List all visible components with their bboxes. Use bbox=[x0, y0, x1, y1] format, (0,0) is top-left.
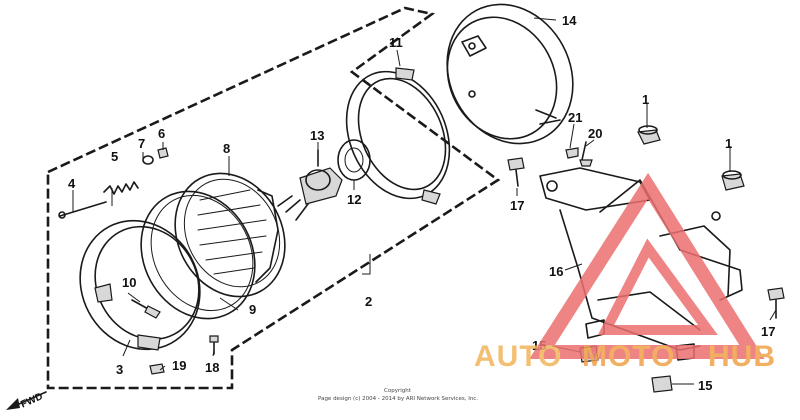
callout-10: 10 bbox=[122, 275, 136, 290]
callout-14: 14 bbox=[562, 13, 577, 28]
part-10-screw bbox=[131, 299, 161, 319]
callout-20: 20 bbox=[588, 126, 602, 141]
copyright-title: Copyright bbox=[384, 388, 412, 394]
callout-11: 11 bbox=[389, 35, 403, 50]
callout-1a: 1 bbox=[642, 92, 649, 107]
part-17-bolt-a bbox=[507, 157, 525, 187]
forward-label: FWD bbox=[19, 391, 44, 410]
watermark-logo: AUTO MOTO HUB bbox=[474, 172, 776, 373]
part-15-collar-b bbox=[651, 375, 673, 393]
copyright-notice: Page design (c) 2004 - 2014 by ARI Netwo… bbox=[318, 396, 478, 402]
part-19-nut bbox=[149, 363, 165, 375]
watermark-triangle-outer bbox=[529, 172, 765, 359]
callout-4: 4 bbox=[68, 176, 76, 191]
callout-16: 16 bbox=[549, 264, 563, 279]
part-9-retaining-ring bbox=[140, 190, 256, 320]
part-11-mounting-ring bbox=[345, 67, 451, 205]
callout-9: 9 bbox=[249, 302, 256, 317]
part-5-spring bbox=[103, 181, 139, 195]
callout-12: 12 bbox=[347, 192, 361, 207]
callout-18: 18 bbox=[205, 360, 219, 375]
part-8-sealed-beam bbox=[174, 172, 286, 298]
part-1-rubber-mount-b bbox=[721, 170, 745, 191]
callout-8: 8 bbox=[223, 141, 230, 156]
watermark-text-hub: HUB bbox=[708, 340, 776, 373]
callout-5: 5 bbox=[111, 149, 118, 164]
part-17-bolt-b bbox=[767, 287, 785, 319]
part-13-bulb-socket bbox=[277, 149, 343, 221]
callout-2: 2 bbox=[365, 294, 372, 309]
callout-7: 7 bbox=[138, 136, 145, 151]
watermark-triangle-inner bbox=[597, 238, 718, 335]
watermark-text-auto: AUTO bbox=[474, 340, 562, 373]
assembly-outline bbox=[46, 6, 501, 390]
part-20-screw bbox=[579, 141, 593, 167]
callout-19: 19 bbox=[172, 358, 186, 373]
part-1-rubber-mount-a bbox=[637, 125, 661, 145]
part-3-headlight-rim bbox=[79, 219, 201, 351]
part-14-headlight-case bbox=[446, 3, 574, 145]
watermark-text-moto: MOTO bbox=[582, 340, 675, 373]
callout-1b: 1 bbox=[725, 136, 732, 151]
part-21-clip bbox=[565, 147, 579, 159]
callout-15b: 15 bbox=[698, 378, 712, 393]
part-4-adjusting-screw bbox=[58, 201, 107, 219]
callout-3: 3 bbox=[116, 362, 123, 377]
forward-arrow: FWD bbox=[6, 391, 47, 410]
callout-13: 13 bbox=[310, 128, 324, 143]
callout-17a: 17 bbox=[510, 198, 524, 213]
part-7-washer bbox=[142, 155, 154, 165]
callout-17b: 17 bbox=[761, 324, 775, 339]
callout-labels: 1 1 2 3 4 5 6 7 8 9 10 11 12 13 14 15 15… bbox=[68, 13, 775, 393]
callout-21: 21 bbox=[568, 110, 582, 125]
callout-6: 6 bbox=[158, 126, 165, 141]
